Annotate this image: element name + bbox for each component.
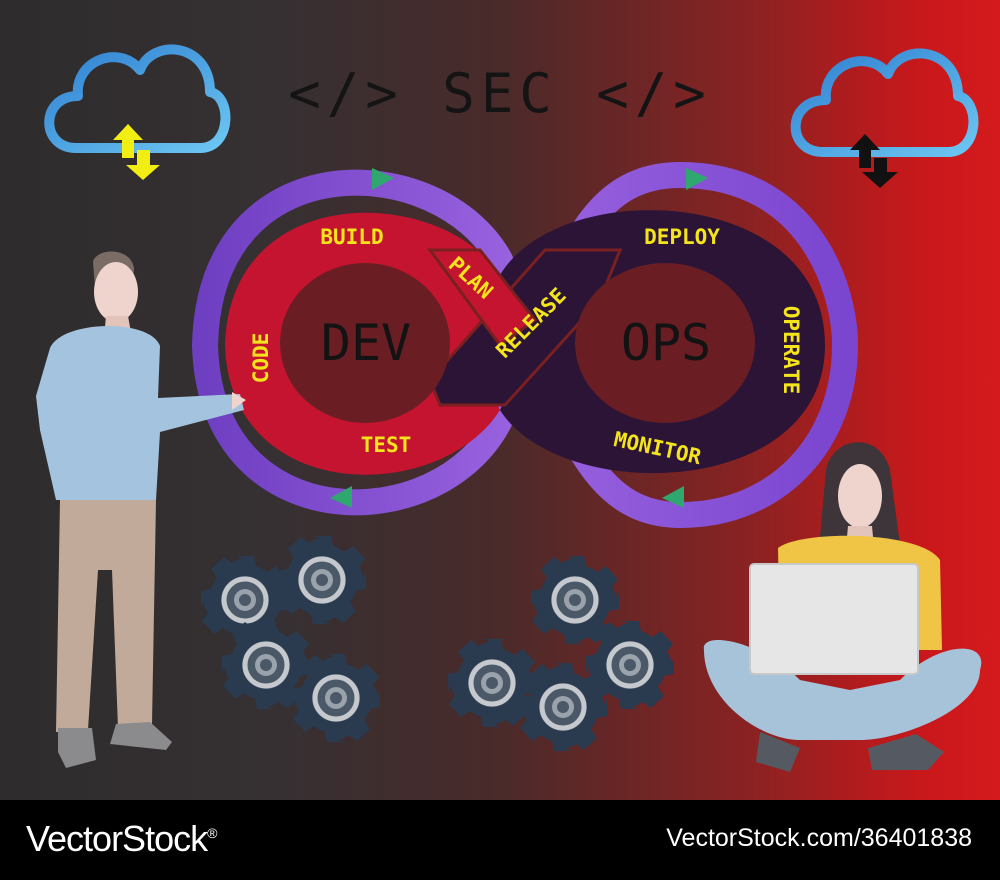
stage-label-deploy: DEPLOY	[644, 225, 720, 249]
gear-icon	[519, 663, 607, 751]
stock-id: VectorStock.com/36401838	[666, 824, 972, 852]
laptop	[749, 563, 919, 675]
page-title: </> SEC </>	[288, 62, 712, 125]
devsecops-infinity-loop: DEV OPS BUILD PLAN CODE TEST RELEASE DEP…	[191, 161, 859, 529]
stage-label-test: TEST	[361, 433, 412, 457]
cloud-sync-icon	[44, 44, 231, 180]
stage-label-build: BUILD	[320, 225, 383, 249]
person-standing	[36, 251, 246, 768]
ring-arrow-icon	[686, 168, 708, 190]
ring-arrow-icon	[372, 168, 394, 190]
stage-label-code: CODE	[249, 333, 273, 384]
brand-name: VectorStock	[26, 818, 208, 859]
footer-bar: VectorStock® VectorStock.com/36401838	[0, 800, 1000, 880]
stage-label-operate: OPERATE	[779, 306, 803, 395]
ops-label: OPS	[621, 314, 711, 372]
ring-arrow-icon	[662, 486, 684, 508]
gear-icon	[292, 654, 380, 742]
dev-core	[280, 263, 450, 423]
infinity-outer-ring	[191, 161, 859, 529]
gear-cluster-left	[201, 536, 380, 742]
registered-mark: ®	[207, 825, 217, 841]
dev-label: DEV	[321, 314, 411, 372]
gear-cluster-right	[448, 556, 674, 751]
ring-arrow-icon	[330, 486, 352, 508]
brand-logo: VectorStock®	[26, 818, 217, 860]
cloud-sync-icon	[790, 48, 979, 188]
plan-band	[427, 248, 538, 348]
ops-core	[575, 263, 755, 423]
illustration-canvas: DEV OPS BUILD PLAN CODE TEST RELEASE DEP…	[36, 44, 982, 772]
devsecops-illustration: DEV OPS BUILD PLAN CODE TEST RELEASE DEP…	[0, 0, 1000, 800]
person-sitting-laptop	[703, 442, 982, 772]
gear-icon	[278, 536, 366, 624]
